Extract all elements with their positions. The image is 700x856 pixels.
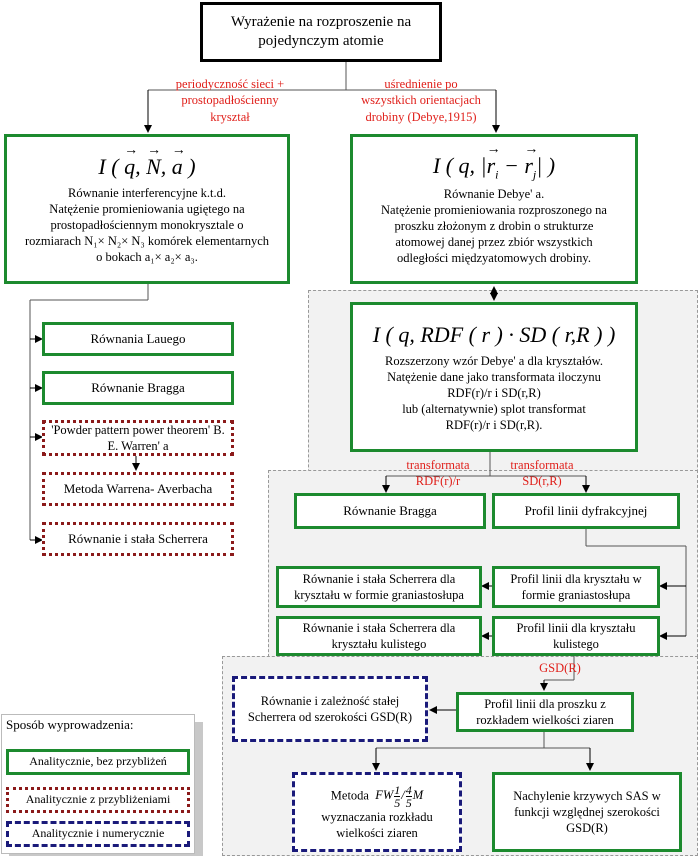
scherrer-prism-box: Równanie i stała Scherrera dla kryształu… [276,566,482,608]
legend: Sposób wyprowadzenia: Analitycznie, bez … [1,714,195,854]
rdf-formula: I ( q, RDF ( r ) · SD ( r,R ) ) [372,321,616,347]
legend-item-exact: Analitycznie, bez przybliżeń [6,749,190,775]
powder-profile-label: Profil linii dla proszku z rozkładem wie… [476,697,614,727]
scherrer-sphere-label: Równanie i stała Scherrera dla kryształu… [302,621,456,651]
profile-prism-label: Profil linii dla kryształu w formie gran… [510,572,642,602]
edge-label-left-2: prostopadłościenny [181,93,279,108]
diffraction-profile-label: Profil linii dyfrakcyjnej [524,502,648,518]
edge-label-right-3: drobiny (Debye,1915) [365,109,477,124]
bragg-equation-label-right: Równanie Bragga [343,502,437,518]
diffraction-profile-box: Profil linii dyfrakcyjnej [492,493,680,529]
laue-equations-box: Równania Lauego [42,322,234,356]
edge-label-right: uśrednienie po wszystkich orientacjach d… [348,76,494,125]
rdf-line-2: Natężenie dane jako transformata iloczyn… [387,370,601,385]
legend-item-numeric-label: Analitycznie i numerycznie [31,826,165,841]
debye-line-4: atomowej danej przez zbiór wszystkich [395,235,593,250]
gsd-label-text: GSD(R) [539,661,581,675]
profile-sphere-box: Profil linii dla kryształu kulistego [492,616,660,656]
fw-method-tail: wyznaczania rozkładu wielkości ziaren [321,809,433,840]
profile-sphere-label: Profil linii dla kryształu kulistego [516,621,636,651]
debye-line-1: Równanie Debye' a. [443,187,545,202]
debye-equation-box: I ( q, |r→i − r→j| ) Równanie Debye' a. … [350,134,638,284]
extended-debye-box: I ( q, RDF ( r ) · SD ( r,R ) ) Rozszerz… [350,302,638,452]
legend-item-numeric: Analitycznie i numerycznie [6,821,190,847]
top-box-line-1: Wyrażenie na rozproszenie na [230,13,412,30]
warren-averbach-box: Metoda Warrena- Averbacha [42,472,234,506]
transform-label-left: transformata RDF(r)/r [390,457,486,490]
legend-item-exact-label: Analitycznie, bez przybliżeń [29,754,167,769]
laue-line-5: o bokach a₁× a₂× a₃. [96,250,198,265]
laue-interference-box: I ( q→, N→, a→ ) Równanie interferencyjn… [4,134,290,284]
warren-averbach-label: Metoda Warrena- Averbacha [63,480,213,496]
legend-item-approx: Analitycznie z przybliżeniami [6,787,190,813]
powder-profile-box: Profil linii dla proszku z rozkładem wie… [456,692,634,732]
single-atom-scattering-box: Wyrażenie na rozproszenie na pojedynczym… [200,2,442,62]
warren-theorem-label: 'Powder pattern power theorem' B. E. War… [51,423,225,453]
warren-theorem-box: 'Powder pattern power theorem' B. E. War… [42,420,234,456]
transform-right-1: transformata [510,458,574,472]
debye-line-5: odległości międzyatomowych drobiny. [397,251,591,266]
edge-label-right-2: wszystkich orientacjach [361,93,481,108]
debye-formula: I ( q, |r→i − r→j| ) [432,141,556,181]
scherrer-label-left: Równanie i stała Scherrera [68,530,208,546]
profile-prism-box: Profil linii dla kryształu w formie gran… [492,566,660,608]
laue-line-3: prostopadłościennym monokrysztale o [50,218,244,233]
sas-slope-label: Nachylenie krzywych SAS w funkcji względ… [513,789,661,835]
bragg-equation-box-right: Równanie Bragga [294,493,486,529]
transform-left-1: transformata [406,458,470,472]
edge-label-right-1: uśrednienie po [384,77,458,91]
rdf-line-5: RDF(r)/r i SD(r,R). [445,418,543,433]
legend-title: Sposób wyprowadzenia: [6,717,134,732]
bragg-equation-box-left: Równanie Bragga [42,371,234,405]
legend-item-approx-label: Analitycznie z przybliżeniami [25,792,171,807]
rdf-line-1: Rozszerzony wzór Debye' a dla kryształów… [384,354,604,369]
laue-line-4: rozmiarach N₁× N₂× N₃ komórek elementarn… [24,234,270,249]
scherrer-gsd-box: Równanie i zależność stałej Scherrera od… [232,676,428,742]
edge-label-left-1: periodyczność sieci + [175,77,285,91]
fw-method-prefix: Metoda [330,787,369,802]
laue-equations-label: Równania Lauego [90,330,186,346]
scherrer-prism-label: Równanie i stała Scherrera dla kryształu… [294,572,464,602]
debye-line-3: proszku złożonym z drobin o strukturze [394,219,594,234]
laue-line-1: Równanie interferencyjne k.t.d. [68,186,226,201]
edge-label-left: periodyczność sieci + prostopadłościenny… [150,76,310,125]
transform-label-right: transformata SD(r,R) [494,457,590,490]
laue-line-2: Natężenie promieniowania ugiętego na [49,202,245,217]
transform-left-2: RDF(r)/r [415,474,461,489]
debye-line-2: Natężenie promieniowania rozproszonego n… [381,203,607,218]
transform-right-2: SD(r,R) [522,474,562,489]
edge-label-left-3: kryształ [210,109,250,124]
scherrer-sphere-box: Równanie i stała Scherrera dla kryształu… [276,616,482,656]
bragg-equation-label-left: Równanie Bragga [91,379,185,395]
scherrer-gsd-label: Równanie i zależność stałej Scherrera od… [247,694,413,724]
rdf-line-3: RDF(r)/r i SD(r,R) [447,386,541,401]
sas-slope-box: Nachylenie krzywych SAS w funkcji względ… [492,772,682,852]
scherrer-box-left: Równanie i stała Scherrera [42,522,234,556]
top-box-line-2: pojedynczym atomie [258,33,384,49]
rdf-line-4: lub (alternatywnie) splot transformat [402,402,586,417]
gsd-label: GSD(R) [530,660,590,676]
laue-formula: I ( q→, N→, a→ ) [98,142,196,179]
